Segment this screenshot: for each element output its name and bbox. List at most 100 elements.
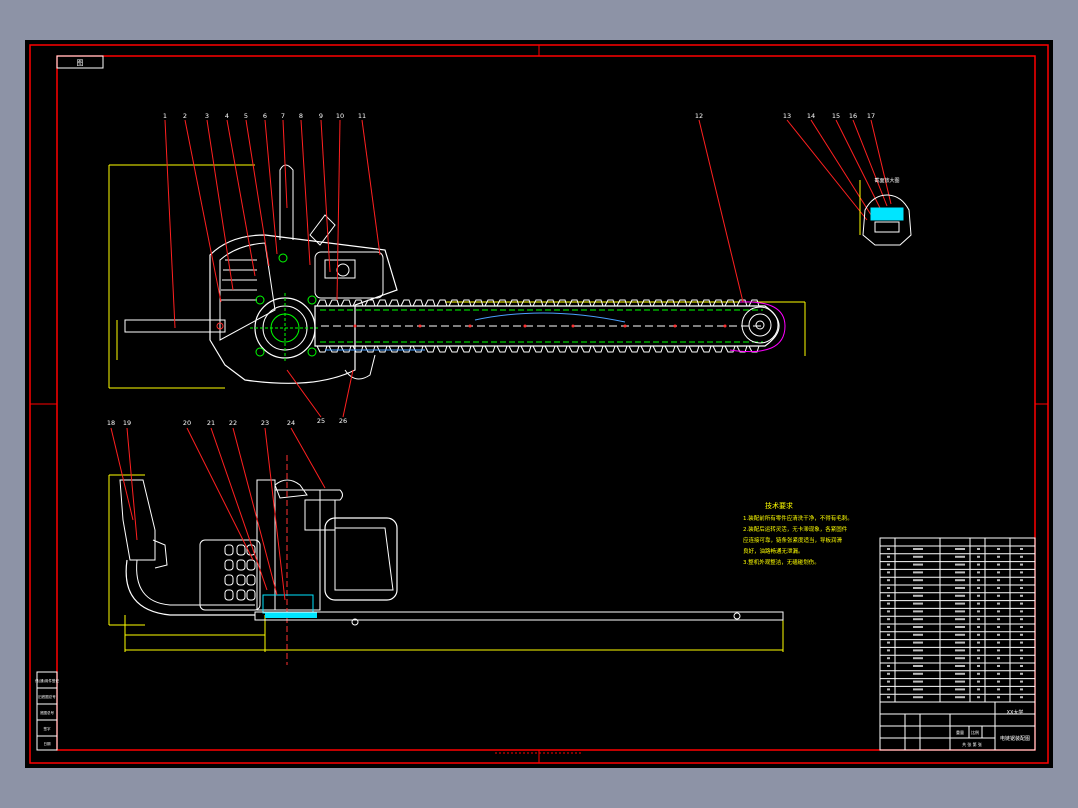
bom-cell-mark — [955, 563, 965, 566]
leader-line — [264, 119, 278, 255]
bom-cell-mark — [887, 555, 890, 558]
leader-line — [226, 119, 256, 277]
bom-cell-mark — [1020, 555, 1023, 558]
bom-cell-mark — [887, 641, 890, 644]
leader-line — [206, 119, 234, 291]
leader-line — [286, 369, 322, 418]
leader-line — [126, 427, 138, 541]
bom-cell-mark — [977, 672, 980, 675]
bom-cell-mark — [955, 555, 965, 558]
bom-cell-mark — [1020, 649, 1023, 652]
bom-cell-mark — [913, 555, 923, 558]
bom-cell-mark — [977, 688, 980, 691]
bom-cell-mark — [887, 696, 890, 699]
bom-cell-mark — [913, 641, 923, 644]
drawing-canvas[interactable]: 图 借(通)用件登记 旧底图总号 底图总号 签字 日期 — [25, 40, 1053, 768]
leader-line — [870, 119, 892, 205]
inner-frame — [56, 55, 1036, 751]
bom-cell-mark — [1020, 672, 1023, 675]
bom-cell-mark — [997, 665, 1000, 667]
callout-number: 13 — [783, 112, 791, 120]
bom-cell-mark — [955, 633, 965, 636]
bom-cell-mark — [977, 548, 980, 550]
bom-cell-mark — [887, 610, 890, 613]
bom-cell-mark — [913, 680, 923, 683]
cooling-fin — [236, 574, 246, 586]
bom-cell-mark — [887, 618, 890, 621]
bom-cell-mark — [887, 665, 890, 667]
leader-line — [110, 427, 134, 521]
bom-cell-mark — [997, 563, 1000, 566]
corner-tag: 图 — [77, 59, 84, 67]
bom-cell-mark — [887, 563, 890, 566]
callout-number: 6 — [263, 112, 267, 120]
bom-cell-mark — [913, 649, 923, 652]
bom-cell-mark — [977, 680, 980, 683]
bom-cell-mark — [887, 672, 890, 675]
cad-viewport[interactable]: 图 借(通)用件登记 旧底图总号 底图总号 签字 日期 — [25, 40, 1053, 768]
bom-cell-mark — [997, 610, 1000, 613]
title-scale-label: 比例 — [971, 729, 979, 735]
bom-cell-mark — [955, 610, 965, 613]
tech-note-line: 良好，油路畅通无泄漏。 — [743, 547, 804, 555]
bom-cell-mark — [997, 696, 1000, 699]
rivet-dot — [468, 324, 472, 328]
corner-tag-box — [56, 55, 104, 69]
cooling-fin — [236, 544, 246, 556]
bom-cell-mark — [913, 587, 923, 589]
bom-cell-mark — [977, 618, 980, 621]
callout-number: 22 — [229, 419, 237, 427]
bom-cell-mark — [997, 579, 1000, 582]
bom-cell-mark — [1020, 633, 1023, 636]
bom-cell-mark — [1020, 626, 1023, 628]
left-strip-text: 日期 — [44, 741, 51, 746]
cooling-fin — [224, 589, 234, 601]
bom-cell-mark — [977, 563, 980, 566]
rivet-dot — [673, 324, 677, 328]
bom-cell-mark — [997, 548, 1000, 550]
callout-number: 17 — [867, 112, 875, 120]
tech-note-line: 1.装配前所有零件应清洗干净，不得有毛刺。 — [743, 514, 853, 522]
bom-cell-mark — [997, 633, 1000, 636]
bom-cell-mark — [913, 626, 923, 628]
rivet-dot — [723, 324, 727, 328]
bom-cell-mark — [977, 633, 980, 636]
leader-line — [320, 119, 331, 273]
leader-line — [245, 119, 270, 267]
callout-number: 11 — [358, 112, 366, 120]
leader-line — [210, 427, 268, 591]
bom-cell-mark — [955, 571, 965, 574]
cooling-fin — [224, 544, 234, 556]
bom-cell-mark — [887, 548, 890, 550]
bom-cell-mark — [997, 680, 1000, 683]
bom-cell-mark — [1020, 696, 1023, 699]
callout-number: 21 — [207, 419, 215, 427]
callout-number: 14 — [807, 112, 815, 120]
bom-cell-mark — [955, 548, 965, 550]
bom-cell-mark — [887, 571, 890, 574]
bom-cell-mark — [997, 657, 1000, 660]
bom-cell-mark — [887, 594, 890, 597]
cooling-fin — [224, 574, 234, 586]
bom-cell-mark — [977, 657, 980, 660]
bom-cell-mark — [955, 680, 965, 683]
callout-number: 2 — [183, 112, 187, 120]
bom-cell-mark — [887, 579, 890, 582]
bom-cell-mark — [887, 680, 890, 683]
leader-line — [342, 369, 354, 418]
rivet-dot — [353, 324, 357, 328]
tech-notes: 技术要求 1.装配前所有零件应清洗干净，不得有毛刺。 2.装配后运转灵活，无卡滞… — [743, 501, 853, 566]
callout-number: 12 — [695, 112, 703, 120]
bom-cell-mark — [913, 548, 923, 550]
bom-cell-mark — [887, 657, 890, 660]
bom-cell-mark — [977, 665, 980, 667]
bom-cell-mark — [977, 555, 980, 558]
bom-cell-mark — [955, 626, 965, 628]
bom-cell-mark — [913, 594, 923, 597]
bom-cell-mark — [887, 649, 890, 652]
bom-cell-mark — [977, 649, 980, 652]
callout-number: 5 — [244, 112, 248, 120]
cooling-fin — [236, 589, 246, 601]
bom-cell-mark — [1020, 680, 1023, 683]
leader-line — [164, 119, 176, 329]
